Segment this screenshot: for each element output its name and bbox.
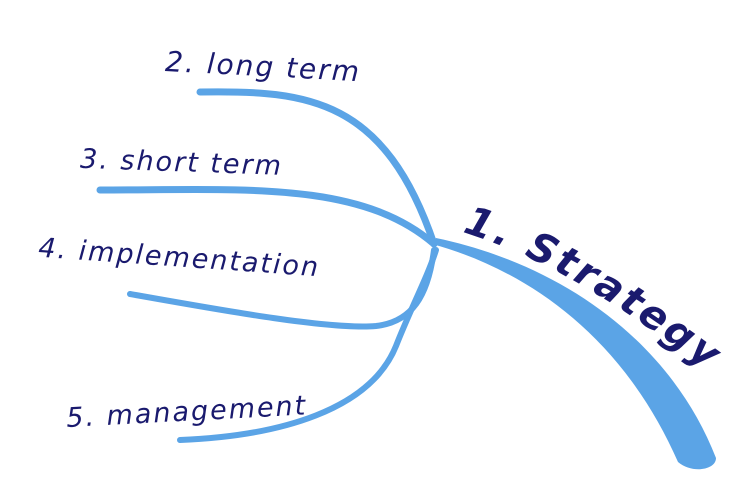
branch-label-implementation: 4. implementation — [37, 233, 321, 284]
branch-label-long-term: 2. long term — [164, 45, 361, 88]
branch-line-short-term — [96, 185, 438, 248]
branch-line-implementation — [127, 247, 437, 330]
central-topic-label: 1. Strategy — [459, 198, 731, 380]
branch-label-short-term: 3. short term — [80, 144, 284, 182]
main-branch-trunk — [432, 238, 716, 470]
branch-line-management — [177, 247, 439, 443]
branch-line-long-term — [196, 88, 438, 248]
